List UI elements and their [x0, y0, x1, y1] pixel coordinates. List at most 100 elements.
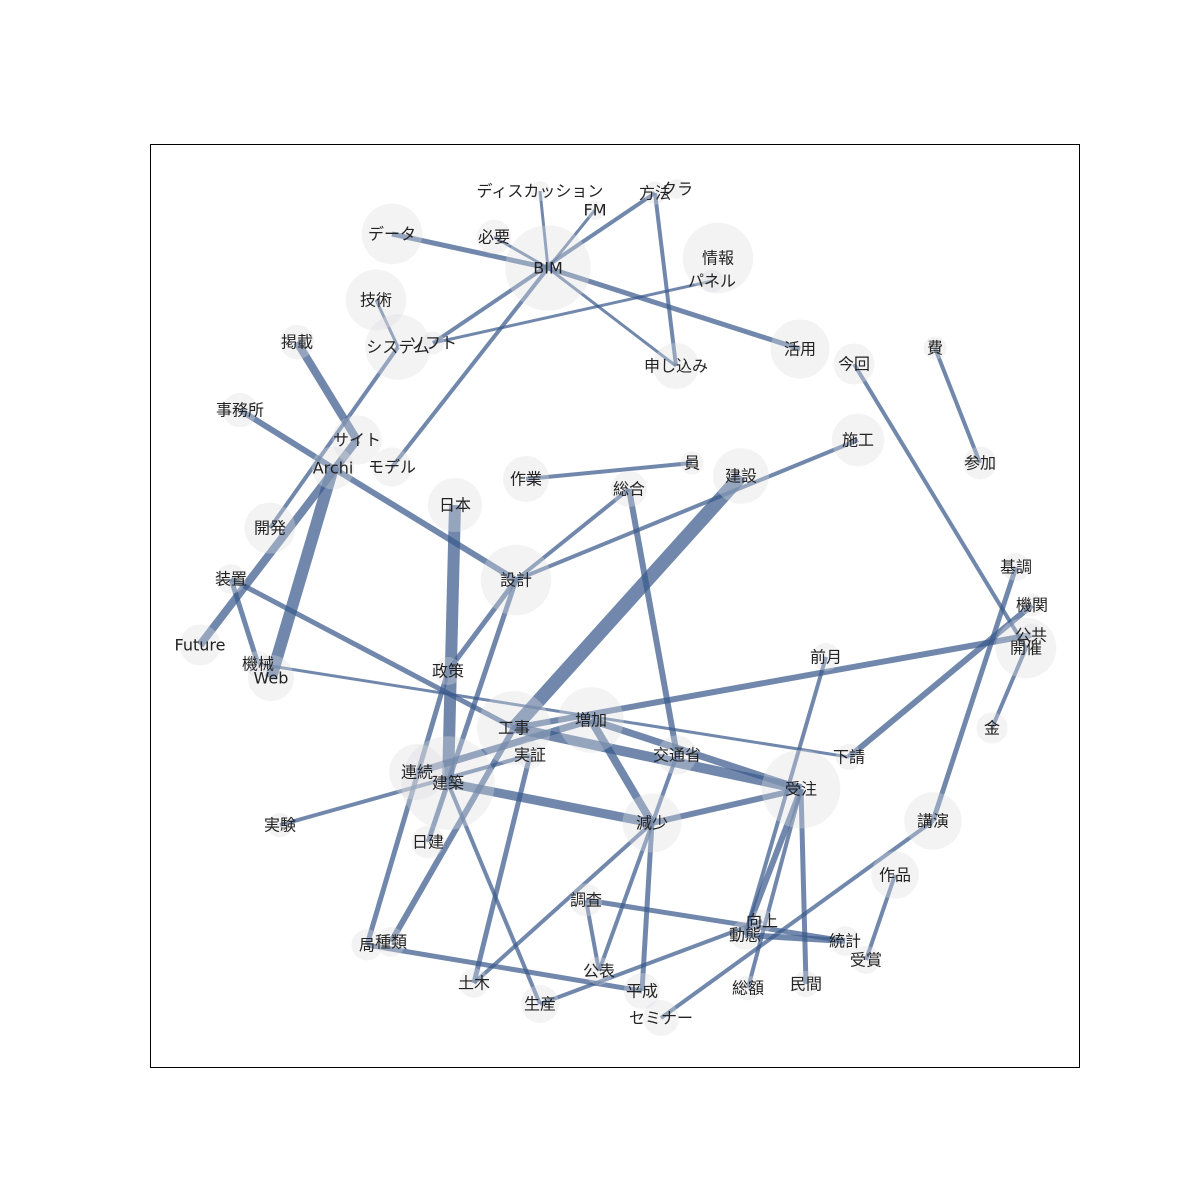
- node-label: 調査: [570, 891, 602, 910]
- edge-line: [431, 191, 657, 345]
- node-circle: [667, 179, 687, 199]
- node-label: 今回: [838, 355, 870, 374]
- node-circle: [365, 314, 431, 380]
- node-circle: [622, 793, 682, 853]
- edge-line: [364, 670, 451, 946]
- node-label: 土木: [458, 974, 490, 993]
- edge-line: [229, 576, 516, 731]
- edge-line: [651, 786, 802, 826]
- node-label: サイト: [333, 431, 381, 450]
- edge-line: [228, 578, 261, 665]
- edge-line: [446, 782, 542, 1005]
- edge-line: [626, 488, 680, 756]
- node-circle: [761, 749, 841, 829]
- edge-line: [257, 662, 850, 759]
- edge-line: [539, 919, 763, 1006]
- node-label: Archi: [313, 459, 354, 478]
- edge-line: [525, 461, 693, 481]
- node-label: クラ: [661, 180, 693, 199]
- node-label: 減少: [636, 814, 668, 833]
- node-label: ディスカッション: [477, 182, 604, 201]
- node-circle: [750, 909, 774, 933]
- node-circle: [976, 712, 1008, 744]
- node-circle: [411, 825, 445, 859]
- node-label: 掲載: [281, 333, 313, 352]
- node-label: 費: [927, 339, 943, 358]
- node-label: 増加: [575, 711, 607, 730]
- node-circle: [505, 225, 591, 311]
- node-circle: [792, 970, 820, 998]
- node-circle: [585, 957, 613, 985]
- edge-line: [391, 231, 549, 271]
- edge-line: [447, 778, 653, 828]
- node-circle: [244, 650, 272, 678]
- node-label: 総額: [732, 979, 764, 998]
- node-label: 向上: [746, 912, 778, 931]
- edge-line: [493, 235, 549, 270]
- edge-line: [472, 821, 654, 985]
- node-circle: [421, 331, 445, 355]
- edge-line: [442, 504, 461, 784]
- node-circle: [833, 343, 875, 385]
- node-circle: [480, 544, 552, 616]
- node-label: Web: [254, 669, 289, 688]
- node-label: 日建: [412, 833, 444, 852]
- node-label: ソフト: [409, 334, 457, 353]
- node-label: モデル: [368, 458, 416, 477]
- node-label: 局: [359, 936, 375, 955]
- node-circle: [311, 446, 355, 490]
- node-label: 設計: [500, 571, 532, 590]
- node-circle: [770, 319, 830, 379]
- node-label: 受注: [785, 780, 817, 799]
- node-circle: [657, 735, 697, 775]
- node-label: 公表: [583, 962, 615, 981]
- edge-line: [743, 656, 828, 936]
- edge-line: [374, 299, 400, 348]
- node-circle: [680, 451, 704, 475]
- edge-line: [514, 487, 631, 582]
- node-label: FM: [583, 201, 606, 220]
- node-label: 日本: [439, 496, 471, 515]
- node-circle: [835, 743, 863, 771]
- node-label: 参加: [964, 454, 996, 473]
- edge-line: [512, 723, 803, 794]
- node-circle: [345, 269, 407, 331]
- node-circle: [530, 181, 550, 201]
- node-circle: [179, 624, 221, 666]
- edge-layer: [196, 190, 1034, 1020]
- edge-line: [597, 754, 679, 972]
- node-circle: [376, 927, 406, 957]
- edge-line: [293, 339, 361, 443]
- node-label: 基調: [1000, 558, 1032, 577]
- node-circle: [700, 269, 724, 293]
- edge-line: [584, 899, 601, 972]
- edge-line: [415, 716, 593, 776]
- node-label: 講演: [917, 812, 949, 831]
- node-circle: [923, 336, 947, 360]
- node-label: 実験: [264, 816, 296, 835]
- node-circle: [351, 929, 383, 961]
- node-circle: [643, 181, 667, 205]
- node-circle: [812, 643, 840, 671]
- edge-line: [639, 822, 655, 992]
- node-label: 活用: [784, 340, 816, 359]
- node-circle: [389, 744, 445, 800]
- node-label: パネル: [688, 272, 736, 291]
- edge-line: [864, 874, 897, 961]
- node-label: 機械: [242, 655, 274, 674]
- node-label: 情報: [702, 249, 734, 268]
- node-label: 員: [684, 454, 700, 473]
- edge-line: [265, 466, 339, 680]
- edge-line: [933, 347, 982, 464]
- edge-line: [852, 362, 1028, 650]
- edge-line: [331, 465, 518, 583]
- edge-line: [798, 788, 809, 985]
- node-label: 装置: [215, 570, 247, 589]
- label-layer: BIMディスカッションFM方法クラデータ必要情報パネル技術システムソフト掲載申し…: [175, 180, 1048, 1028]
- node-label: 公共: [1015, 626, 1047, 645]
- node-label: 民間: [790, 975, 822, 994]
- node-label: Future: [175, 636, 226, 655]
- edge-line: [508, 471, 747, 733]
- node-circle: [623, 972, 661, 1010]
